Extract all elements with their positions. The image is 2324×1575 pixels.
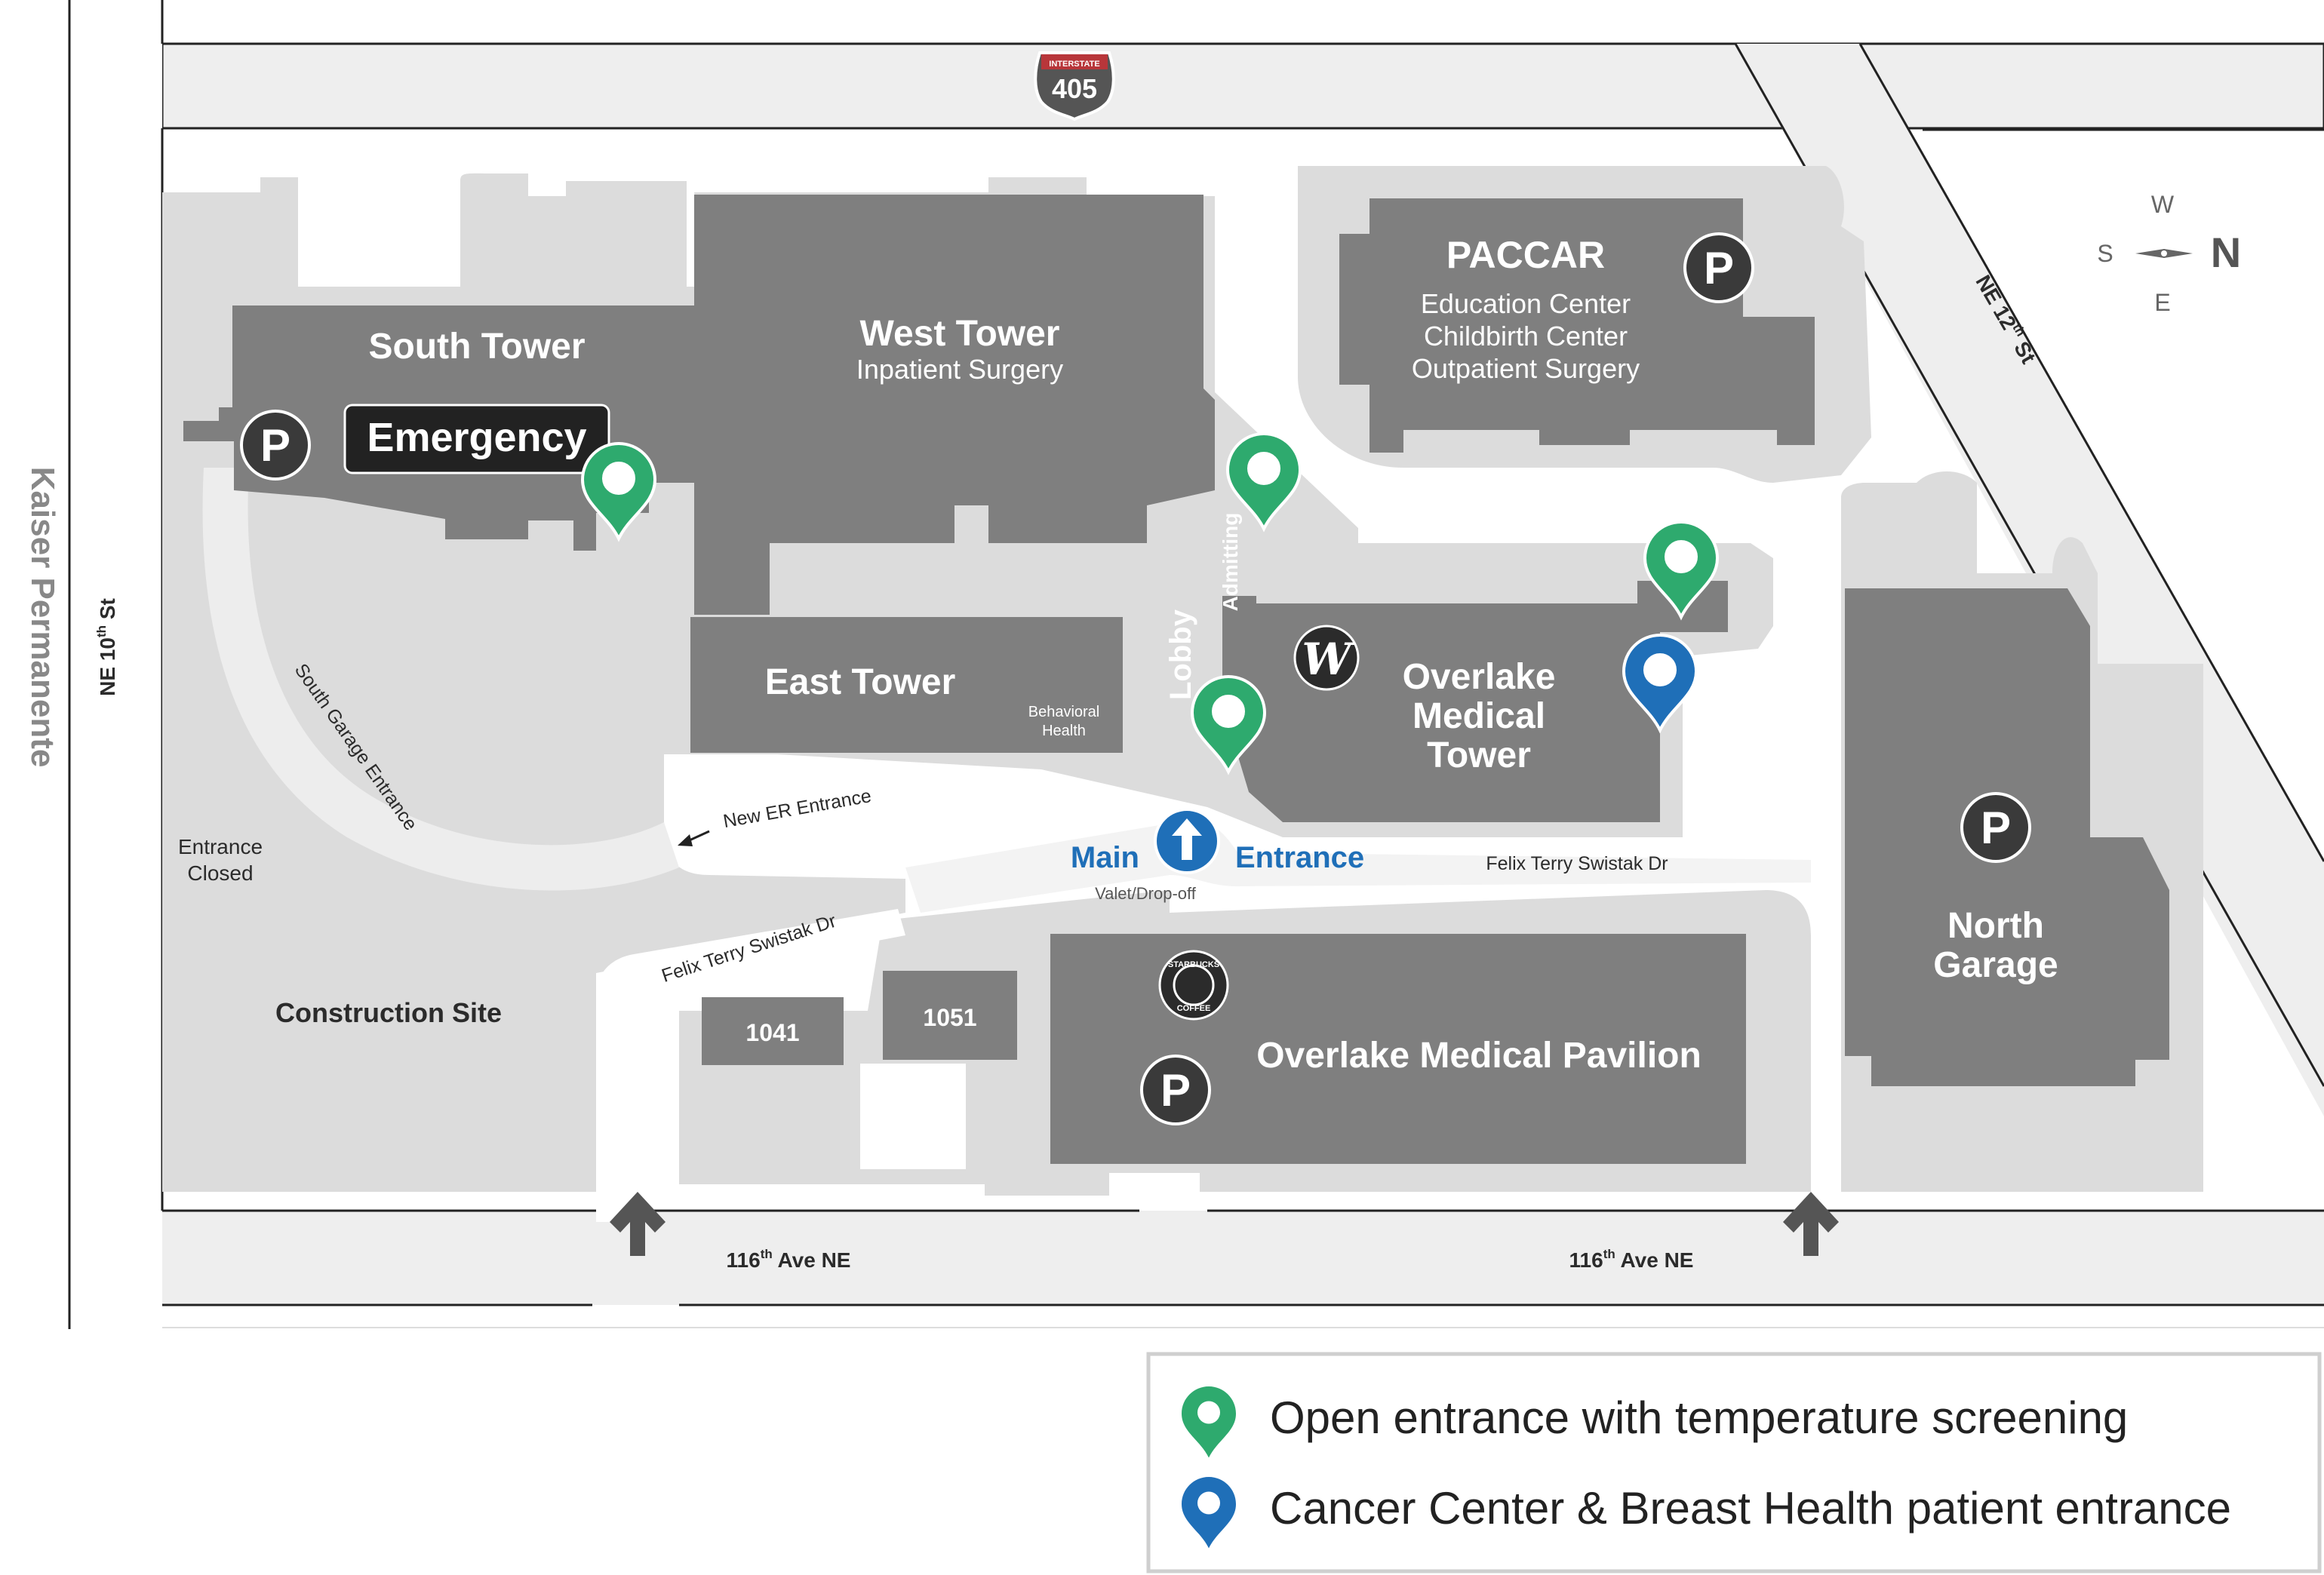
kaiser-permanente-label: Kaiser Permanente	[24, 467, 61, 768]
north-garage-line-2: Garage	[1933, 945, 2058, 985]
new-er-entrance-label: New ER Entrance	[721, 785, 873, 832]
paccar-label: PACCAR	[1446, 234, 1605, 276]
admitting-label: Admitting	[1219, 513, 1242, 612]
interstate-shield-top-label: INTERSTATE	[1049, 60, 1099, 69]
behavioral-health-label-1: Behavioral	[1028, 704, 1100, 720]
emergency-label: Emergency	[367, 415, 586, 460]
entrance-closed-line-2: Closed	[187, 861, 253, 885]
east-tower-building	[690, 617, 1123, 753]
parking-icon: P	[1140, 1055, 1211, 1125]
omt-line-2: Medical	[1413, 696, 1545, 736]
parking-icon: P	[1683, 232, 1754, 303]
paccar-line-2: Childbirth Center	[1424, 321, 1628, 352]
paccar-line-3: Outpatient Surgery	[1412, 353, 1640, 384]
legend: Open entrance with temperature screening…	[1146, 1352, 2322, 1573]
starbucks-icon: STARBUCKS COFFEE	[1158, 950, 1229, 1021]
svg-text:W: W	[1302, 634, 1354, 685]
felix-terry-main-label: Felix Terry Swistak Dr	[1486, 853, 1668, 874]
svg-text:STARBUCKS: STARBUCKS	[1168, 960, 1219, 969]
legend-blue-label: Cancer Center & Breast Health patient en…	[1270, 1483, 2231, 1534]
omt-line-3: Tower	[1427, 735, 1531, 775]
walgreens-icon: W	[1293, 625, 1360, 691]
west-tower-sub-label: Inpatient Surgery	[856, 354, 1063, 385]
south-west-tower-building	[183, 195, 1215, 615]
south-garage-ramp	[202, 468, 679, 891]
behavioral-health-label-2: Health	[1042, 723, 1086, 739]
main-entrance-marker: Main Entrance Valet/Drop-off	[1071, 808, 1364, 903]
building-1051	[883, 971, 1017, 1060]
building-1051-label: 1051	[923, 1004, 976, 1031]
paccar-line-1: Education Center	[1421, 288, 1631, 319]
compass-w: W	[2151, 191, 2175, 218]
valet-label: Valet/Drop-off	[1095, 884, 1197, 903]
building-1041-label: 1041	[745, 1019, 799, 1046]
building-1041	[702, 997, 844, 1065]
construction-site-label: Construction Site	[275, 997, 502, 1028]
main-label: Main	[1071, 841, 1139, 874]
svg-text:P: P	[1981, 803, 2011, 853]
ne-10th-st-label: NE 10th St	[94, 598, 119, 696]
lobby-label: Lobby	[1164, 609, 1197, 700]
north-garage-line-1: North	[1947, 906, 2044, 946]
legend-green-label: Open entrance with temperature screening	[1270, 1392, 2128, 1443]
compass-icon: W S E N	[2097, 191, 2241, 316]
ave-116-road	[162, 1211, 2324, 1305]
parking-icon: P	[1960, 792, 2031, 863]
ave-116-right-label: 116th Ave NE	[1569, 1247, 1694, 1272]
south-tower-label: South Tower	[368, 327, 585, 367]
entrance-label: Entrance	[1235, 841, 1364, 874]
svg-text:P: P	[1160, 1065, 1191, 1116]
omt-line-1: Overlake	[1403, 657, 1556, 697]
roads-layer	[68, 0, 2324, 1329]
west-tower-label: West Tower	[860, 314, 1060, 354]
entrance-closed-line-1: Entrance	[178, 835, 263, 858]
new-er-arrow-icon	[678, 830, 710, 846]
interstate-405-road	[161, 42, 2324, 130]
svg-text:P: P	[260, 420, 290, 471]
interstate-number: 405	[1052, 73, 1097, 104]
compass-s: S	[2097, 240, 2113, 267]
svg-text:P: P	[1704, 243, 1734, 293]
emergency-badge: Emergency	[343, 404, 610, 474]
pavilion-label: Overlake Medical Pavilion	[1256, 1036, 1702, 1076]
svg-text:COFFEE: COFFEE	[1177, 1004, 1211, 1013]
interstate-405-shield-icon: INTERSTATE 405	[1034, 51, 1115, 121]
lower-access-road	[596, 909, 905, 1222]
compass-e: E	[2154, 289, 2170, 316]
east-tower-label: East Tower	[765, 662, 956, 702]
ave-116-left-label: 116th Ave NE	[727, 1247, 851, 1272]
compass-n: N	[2211, 229, 2241, 276]
entry-arrow-left-icon	[610, 1192, 666, 1256]
parking-icon: P	[240, 410, 311, 480]
entry-arrow-right-icon	[1783, 1192, 1839, 1256]
